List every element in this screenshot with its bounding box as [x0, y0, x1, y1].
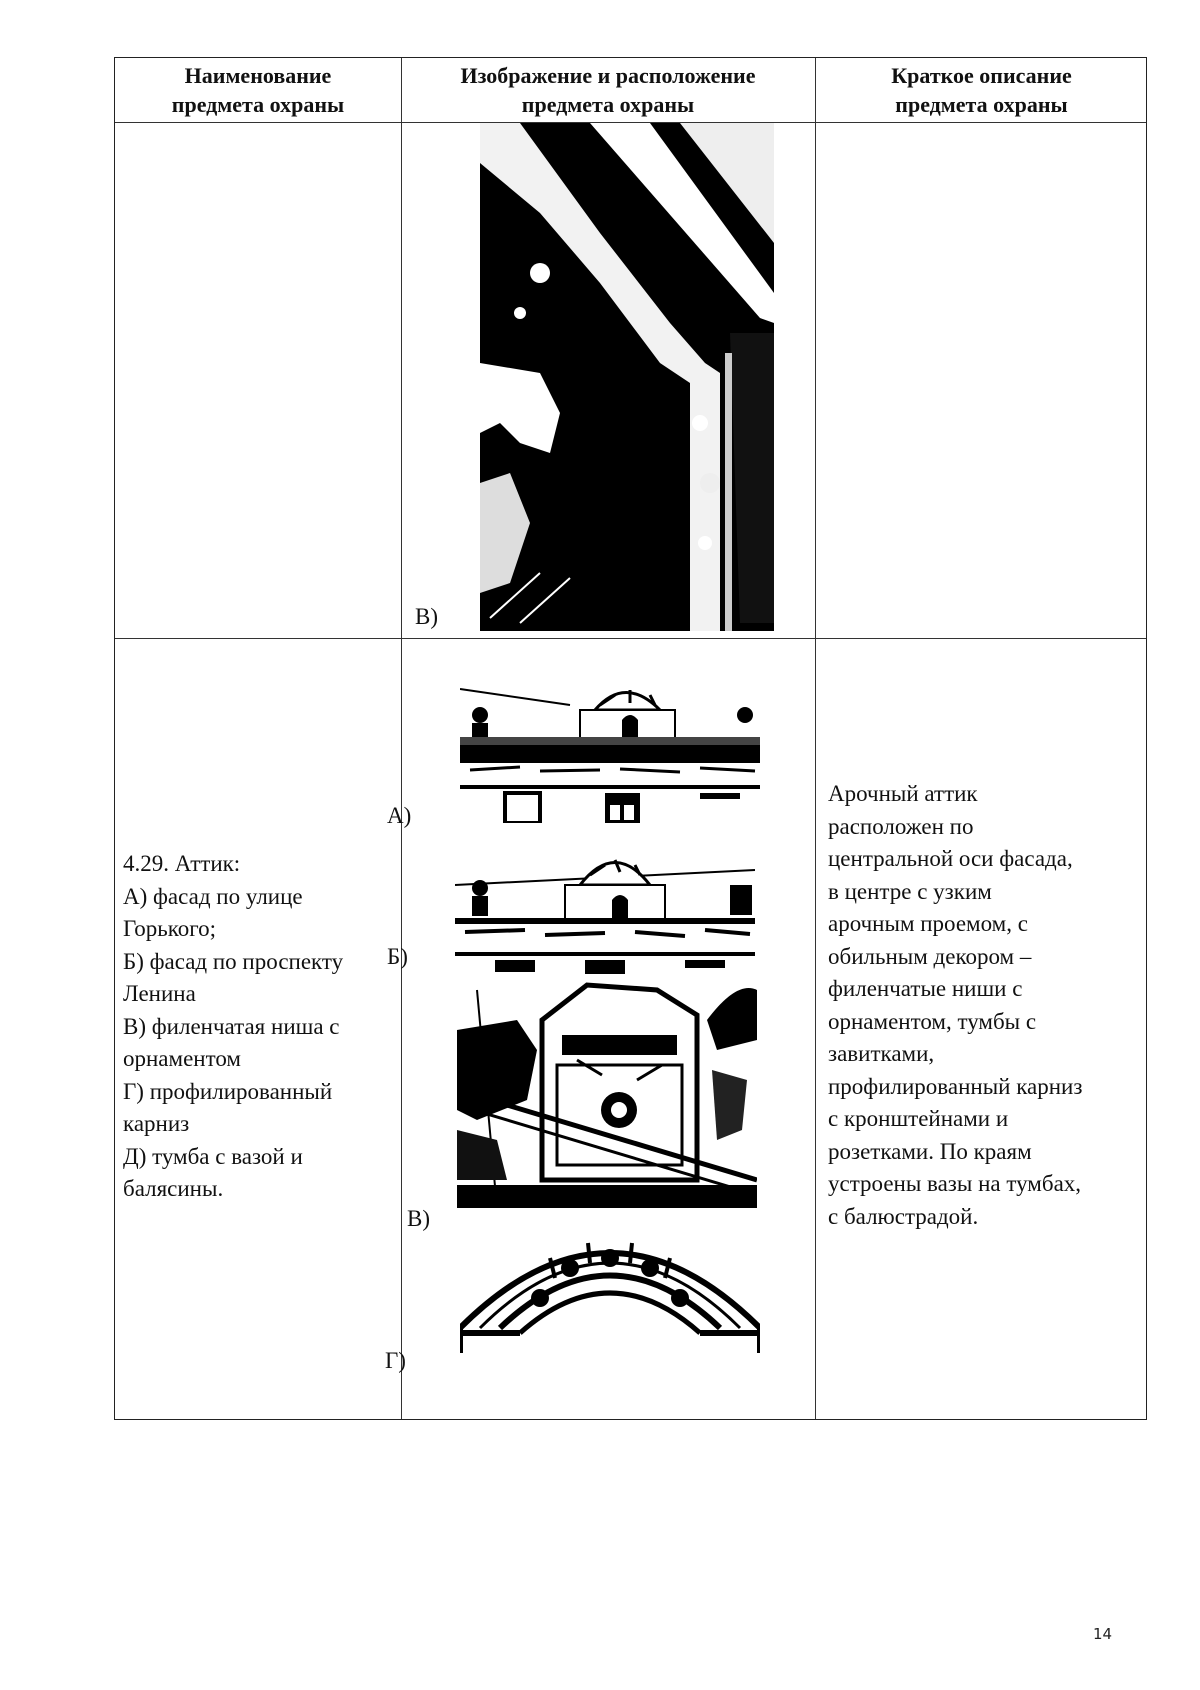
item-name: 4.29. Аттик: А) фасад по улице Горького;…: [123, 851, 344, 1201]
facade-lenin-photo: [455, 840, 755, 980]
image-label-a: А): [387, 803, 412, 828]
header-description: Краткое описание предмета охраны: [891, 63, 1072, 117]
column-divider: [401, 58, 402, 1419]
profiled-cornice-photo: [460, 1218, 760, 1353]
page-number: 14: [1093, 1625, 1113, 1643]
protection-items-table: Наименование предмета охраны Изображение…: [114, 57, 1147, 1420]
column-divider: [815, 58, 816, 1419]
image-label-v2: В): [407, 1206, 430, 1231]
image-label-g: Г): [385, 1348, 406, 1373]
image-label-b: Б): [387, 944, 408, 969]
header-image: Изображение и расположение предмета охра…: [460, 63, 756, 117]
header-divider: [115, 122, 1146, 123]
item-description: Арочный аттик расположен по центральной …: [828, 781, 1083, 1229]
panel-niche-photo: [457, 980, 757, 1208]
image-label-v: В): [415, 604, 438, 629]
facade-gorky-photo: [460, 675, 760, 823]
header-name: Наименование предмета охраны: [171, 63, 345, 117]
row-divider: [115, 638, 1146, 639]
niche-closeup-photo: [480, 123, 774, 631]
